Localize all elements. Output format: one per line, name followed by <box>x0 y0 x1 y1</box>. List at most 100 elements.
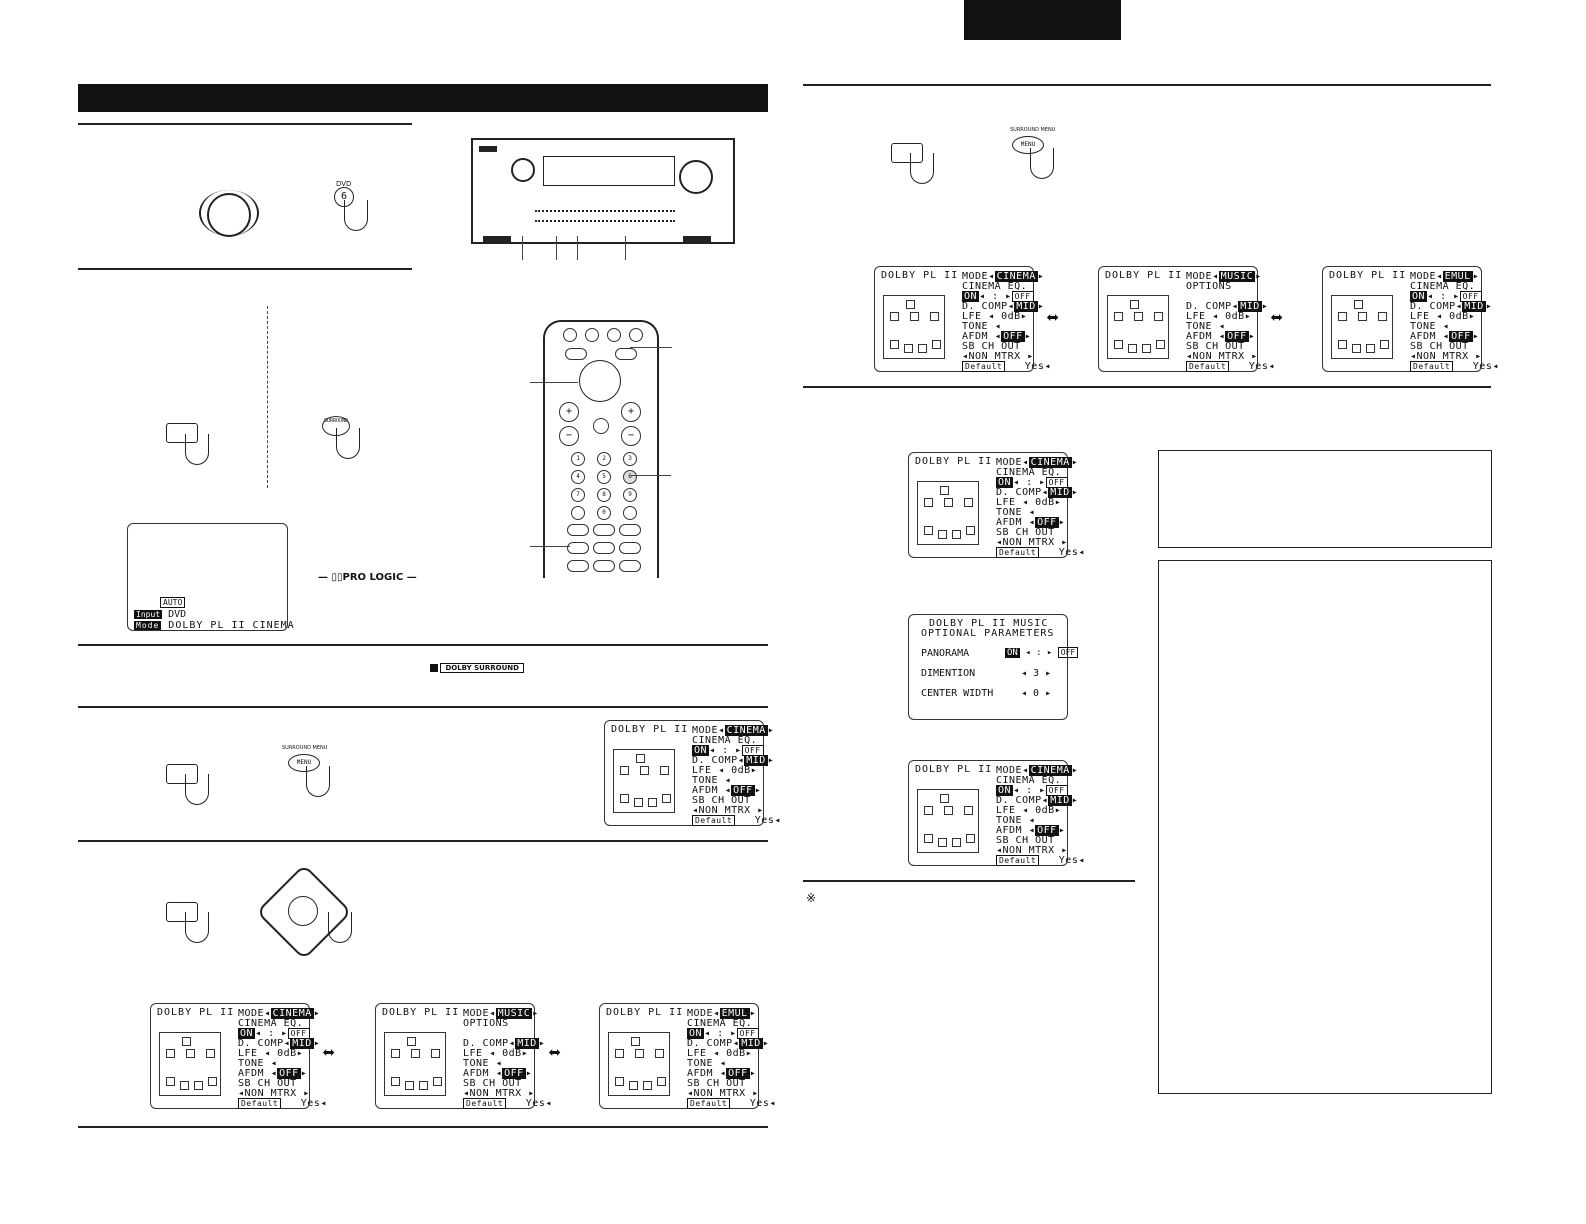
remote-num-key[interactable]: 4 <box>571 470 585 484</box>
osd-default-button[interactable]: Default <box>1410 361 1454 372</box>
remote-num-key[interactable]: 0 <box>597 506 611 520</box>
osd-lfe-value[interactable]: 0dB <box>1035 497 1055 508</box>
osd-yes-option[interactable]: Yes <box>1472 361 1493 372</box>
osd-off-option[interactable]: OFF <box>736 1028 759 1039</box>
remote-key[interactable] <box>593 524 615 536</box>
osd-yes-option[interactable]: Yes <box>749 1098 770 1109</box>
remote-cursor-pad[interactable] <box>579 360 621 402</box>
osd-off-option[interactable]: OFF <box>1045 477 1068 488</box>
osd-yes-option[interactable]: Yes <box>1058 855 1079 866</box>
remote-key[interactable] <box>565 348 587 360</box>
remote-key[interactable]: − <box>559 426 579 446</box>
osd-yes-option[interactable]: Yes <box>754 815 775 826</box>
remote-key[interactable] <box>619 524 641 536</box>
osd-default-button[interactable]: Default <box>962 361 1006 372</box>
remote-key[interactable]: + <box>621 402 641 422</box>
remote-key[interactable] <box>593 560 615 572</box>
osd-default-button[interactable]: Default <box>996 855 1040 866</box>
osd-afdm-value[interactable]: OFF <box>726 1068 750 1079</box>
osd-mode-value[interactable]: EMUL <box>719 1008 750 1019</box>
remote-key[interactable] <box>593 418 609 434</box>
remote-key[interactable] <box>619 542 641 554</box>
osd-on-option[interactable]: ON <box>996 477 1014 488</box>
remote-key[interactable] <box>563 328 577 342</box>
remote-num-key[interactable]: 3 <box>623 452 637 466</box>
osd-afdm-value[interactable]: OFF <box>1225 331 1249 342</box>
osd-on-option[interactable]: ON <box>962 291 980 302</box>
remote-key[interactable] <box>629 328 643 342</box>
osd-default-button[interactable]: Default <box>1186 361 1230 372</box>
osd-off-option[interactable]: OFF <box>1045 785 1068 796</box>
osd-non-mtrx-value[interactable]: NON MTRX <box>968 351 1021 362</box>
remote-num-key[interactable]: 6 <box>623 470 637 484</box>
osd-off-option[interactable]: OFF <box>1011 291 1034 302</box>
remote-key[interactable] <box>567 560 589 572</box>
right-surround-menu-button[interactable]: MENU <box>1012 136 1044 154</box>
osd-off-option[interactable]: OFF <box>741 745 764 756</box>
osd-default-button[interactable]: Default <box>687 1098 731 1109</box>
osd-off-option[interactable]: OFF <box>287 1028 310 1039</box>
osd-lfe-value[interactable]: 0dB <box>726 1048 746 1059</box>
remote-key[interactable]: + <box>559 402 579 422</box>
osd-non-mtrx-value[interactable]: NON MTRX <box>693 1088 746 1099</box>
osd-non-mtrx-value[interactable]: NON MTRX <box>698 805 751 816</box>
osd-afdm-value[interactable]: OFF <box>502 1068 526 1079</box>
panorama-on[interactable]: ON <box>1005 648 1020 658</box>
osd-default-button[interactable]: Default <box>463 1098 507 1109</box>
osd-dcomp-value[interactable]: MID <box>1014 301 1038 312</box>
osd-lfe-value[interactable]: 0dB <box>1001 311 1021 322</box>
osd-afdm-value[interactable]: OFF <box>1035 517 1059 528</box>
osd-afdm-value[interactable]: OFF <box>1001 331 1025 342</box>
osd-dcomp-value[interactable]: MID <box>515 1038 539 1049</box>
osd-dcomp-value[interactable]: MID <box>1048 487 1072 498</box>
osd-mode-value[interactable]: CINEMA <box>1028 457 1072 468</box>
osd-dcomp-value[interactable]: MID <box>744 755 768 766</box>
osd-mode-value[interactable]: MUSIC <box>1218 271 1256 282</box>
remote-key[interactable] <box>593 542 615 554</box>
remote-num-key[interactable] <box>571 506 585 520</box>
osd-afdm-value[interactable]: OFF <box>731 785 755 796</box>
osd-yes-option[interactable]: Yes <box>300 1098 321 1109</box>
center-width-value[interactable]: 0 <box>1033 688 1040 699</box>
osd-off-option[interactable]: OFF <box>1459 291 1482 302</box>
osd-non-mtrx-value[interactable]: NON MTRX <box>469 1088 522 1099</box>
osd-mode-value[interactable]: CINEMA <box>1028 765 1072 776</box>
surround-key[interactable] <box>567 542 589 554</box>
osd-non-mtrx-value[interactable]: NON MTRX <box>1192 351 1245 362</box>
osd-on-option[interactable]: ON <box>996 785 1014 796</box>
osd-non-mtrx-value[interactable]: NON MTRX <box>244 1088 297 1099</box>
remote-key[interactable] <box>607 328 621 342</box>
osd-default-button[interactable]: Default <box>238 1098 282 1109</box>
remote-num-key[interactable]: 5 <box>597 470 611 484</box>
osd-yes-option[interactable]: Yes <box>525 1098 546 1109</box>
remote-num-key[interactable]: 7 <box>571 488 585 502</box>
osd-lfe-value[interactable]: 0dB <box>1035 805 1055 816</box>
osd-non-mtrx-value[interactable]: NON MTRX <box>1416 351 1469 362</box>
osd-lfe-value[interactable]: 0dB <box>1449 311 1469 322</box>
osd-non-mtrx-value[interactable]: NON MTRX <box>1002 845 1055 856</box>
surround-menu-key[interactable] <box>615 348 637 360</box>
remote-key[interactable]: − <box>621 426 641 446</box>
osd-afdm-value[interactable]: OFF <box>277 1068 301 1079</box>
osd-dcomp-value[interactable]: MID <box>290 1038 314 1049</box>
remote-key[interactable] <box>567 524 589 536</box>
osd-yes-option[interactable]: Yes <box>1024 361 1045 372</box>
remote-num-key[interactable]: 9 <box>623 488 637 502</box>
surround-menu-button[interactable]: MENU <box>288 754 320 772</box>
remote-num-key[interactable]: 2 <box>597 452 611 466</box>
osd-mode-value[interactable]: CINEMA <box>270 1008 314 1019</box>
osd-lfe-value[interactable]: 0dB <box>731 765 751 776</box>
osd-on-option[interactable]: ON <box>238 1028 256 1039</box>
osd-dcomp-value[interactable]: MID <box>1238 301 1262 312</box>
remote-num-key[interactable] <box>623 506 637 520</box>
osd-lfe-value[interactable]: 0dB <box>502 1048 522 1059</box>
osd-non-mtrx-value[interactable]: NON MTRX <box>1002 537 1055 548</box>
osd-mode-value[interactable]: CINEMA <box>994 271 1038 282</box>
osd-dcomp-value[interactable]: MID <box>739 1038 763 1049</box>
osd-dcomp-value[interactable]: MID <box>1048 795 1072 806</box>
osd-mode-value[interactable]: CINEMA <box>724 725 768 736</box>
remote-num-key[interactable]: 1 <box>571 452 585 466</box>
osd-yes-option[interactable]: Yes <box>1058 547 1079 558</box>
osd-dcomp-value[interactable]: MID <box>1462 301 1486 312</box>
osd-yes-option[interactable]: Yes <box>1248 361 1269 372</box>
